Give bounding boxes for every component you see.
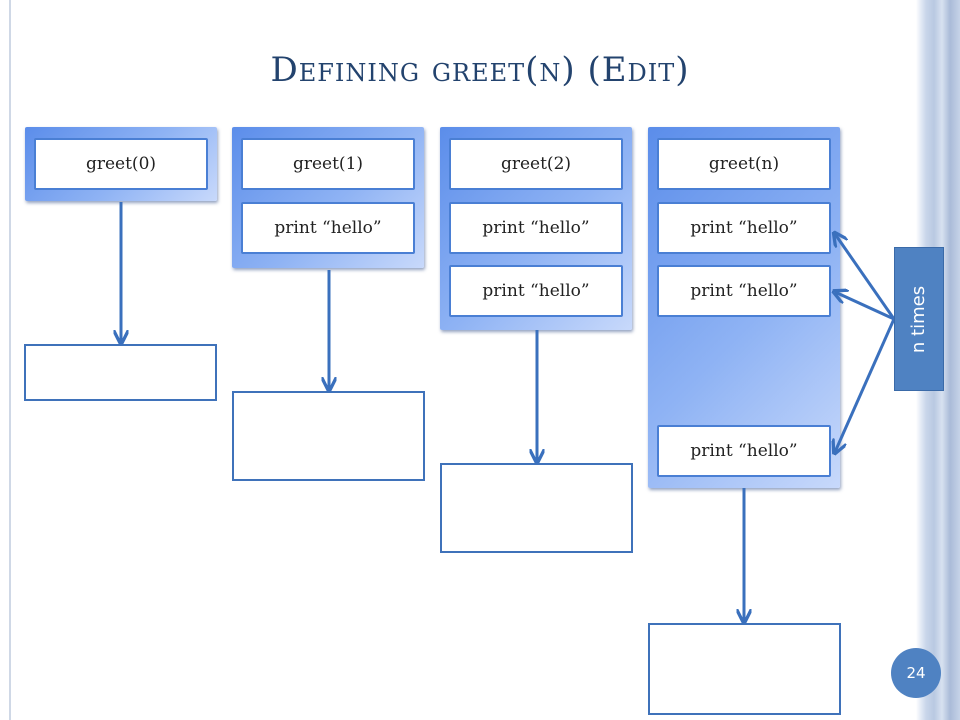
greet-2-print-2: print “hello” — [449, 265, 623, 317]
greet-n-header: greet(n) — [657, 138, 831, 190]
greet-0-header: greet(0) — [34, 138, 208, 190]
greet-n-print-last: print “hello” — [657, 425, 831, 477]
greet-n-result-box — [648, 623, 841, 715]
greet-2-print-1: print “hello” — [449, 202, 623, 254]
n-times-arrow-2 — [835, 292, 895, 321]
n-times-label-box: n times — [894, 247, 944, 391]
greet-n-print-2: print “hello” — [657, 265, 831, 317]
greet-n-print-1: print “hello” — [657, 202, 831, 254]
greet-2-header: greet(2) — [449, 138, 623, 190]
page-number-badge: 24 — [891, 648, 941, 698]
greet-2-result-box — [440, 463, 633, 553]
greet-1-result-box — [232, 391, 425, 481]
greet-1-header: greet(1) — [241, 138, 415, 190]
n-times-label: n times — [908, 285, 930, 353]
n-times-arrow-1 — [835, 234, 896, 320]
n-times-arrow-3 — [835, 318, 896, 452]
greet-1-print-1: print “hello” — [241, 202, 415, 254]
greet-0-result-box — [24, 344, 217, 401]
slide-frame-left — [9, 0, 11, 720]
slide-title: Defining greet(n) (Edit) — [270, 50, 690, 90]
